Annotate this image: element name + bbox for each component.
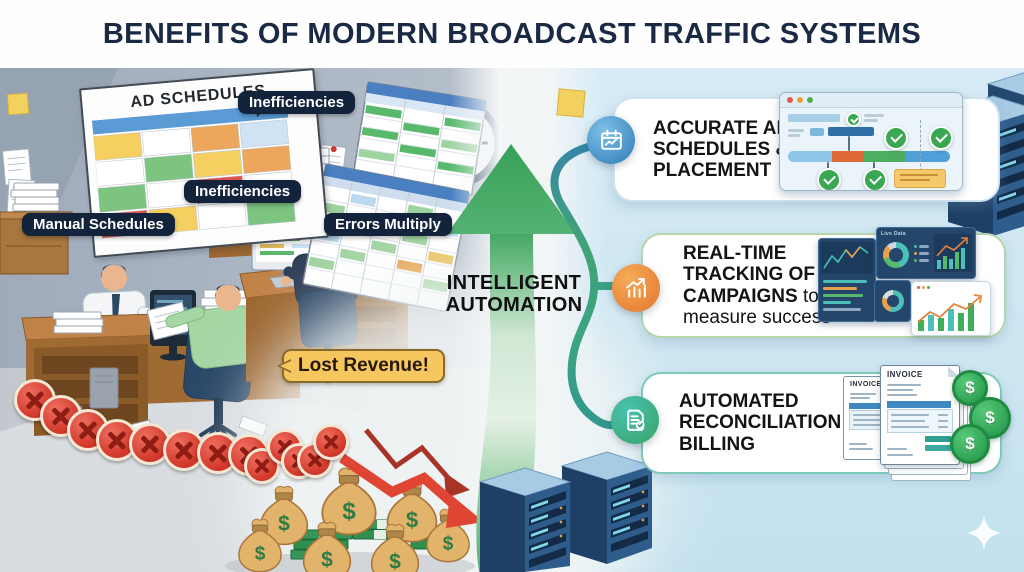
page-fold [948,366,959,377]
line-chart [821,242,873,274]
window-dot-green [807,97,813,103]
donut-chart [882,290,904,312]
money-bag: $ [321,467,377,536]
svg-text:$: $ [443,533,454,554]
svg-text:$: $ [278,513,290,536]
money-bags: $ $ $ $ [238,467,470,572]
check-circle-icon [817,168,841,190]
sparkle-icon [968,516,1000,550]
browser-chrome [780,93,962,108]
benefit-title: ACCURATE AD SCHEDULES & PLACEMENT [653,117,791,182]
sticky-note [556,88,586,118]
svg-text:$: $ [389,551,401,572]
page-title: BENEFITS OF MODERN BROADCAST TRAFFIC SYS… [102,17,922,50]
x-circle-icon [297,442,333,478]
browser-body [780,108,962,190]
dollar-coin-icon: $ [952,370,988,406]
check-circle-icon [884,126,908,150]
label-lost-revenue: Lost Revenue! [277,349,445,383]
svg-text:$: $ [342,498,356,525]
money-bag: $ [302,521,352,572]
analytics-dashboard-mockup [874,280,911,322]
check-circle-icon [863,168,887,190]
benefit-title: REAL-TIME TRACKING OF CAMPAIGNS to measu… [683,242,831,328]
bar-chart [934,234,972,272]
timeline-marker [920,120,921,186]
check-circle-icon [929,126,953,150]
label-inefficiencies: Inefficiencies [184,180,302,203]
analytics-dashboard-mockup [818,238,876,322]
svg-text:$: $ [255,543,266,564]
donut-chart [883,242,909,268]
worker-reviewing-papers [146,283,257,440]
decline-arrow [339,428,484,528]
gantt-timeline [788,151,950,162]
dashboard-caption: Live Data [881,231,906,237]
gantt-note [894,169,946,188]
label-inefficiencies-bubble: Inefficiencies [238,91,356,114]
intelligent-automation-label: INTELLIGENT AUTOMATION [445,272,583,316]
label-manual-schedules: Manual Schedules [22,213,175,236]
gantt-browser-mockup [779,92,963,191]
label-errors-multiply: Errors Multiply [324,213,452,236]
bar-chart [917,294,983,331]
invoice-mockup: INVOICE [880,365,960,465]
title-banner: BENEFITS OF MODERN BROADCAST TRAFFIC SYS… [0,0,1024,68]
x-circle-icon [163,429,205,471]
money-bag: $ [370,523,420,572]
window-dot-orange [797,97,803,103]
analytics-dashboard-mockup: Live Data [876,227,976,279]
bar-chart-mockup [911,281,991,336]
money-bag: $ [259,485,309,546]
svg-text:$: $ [406,507,418,532]
server-tower-icon [478,451,654,572]
x-circle-icon [313,424,349,460]
automation-connector [550,143,618,430]
benefit-title: AUTOMATED RECONCILIATION & BILLING [679,391,861,455]
bar-chart-growth-icon [612,264,660,312]
document-check-icon [611,396,659,444]
window-dot-red [787,97,793,103]
dollar-coin-icon: $ [950,424,990,464]
calendar-chart-icon [587,116,635,164]
svg-text:$: $ [321,549,333,572]
check-circle-icon [846,112,861,127]
